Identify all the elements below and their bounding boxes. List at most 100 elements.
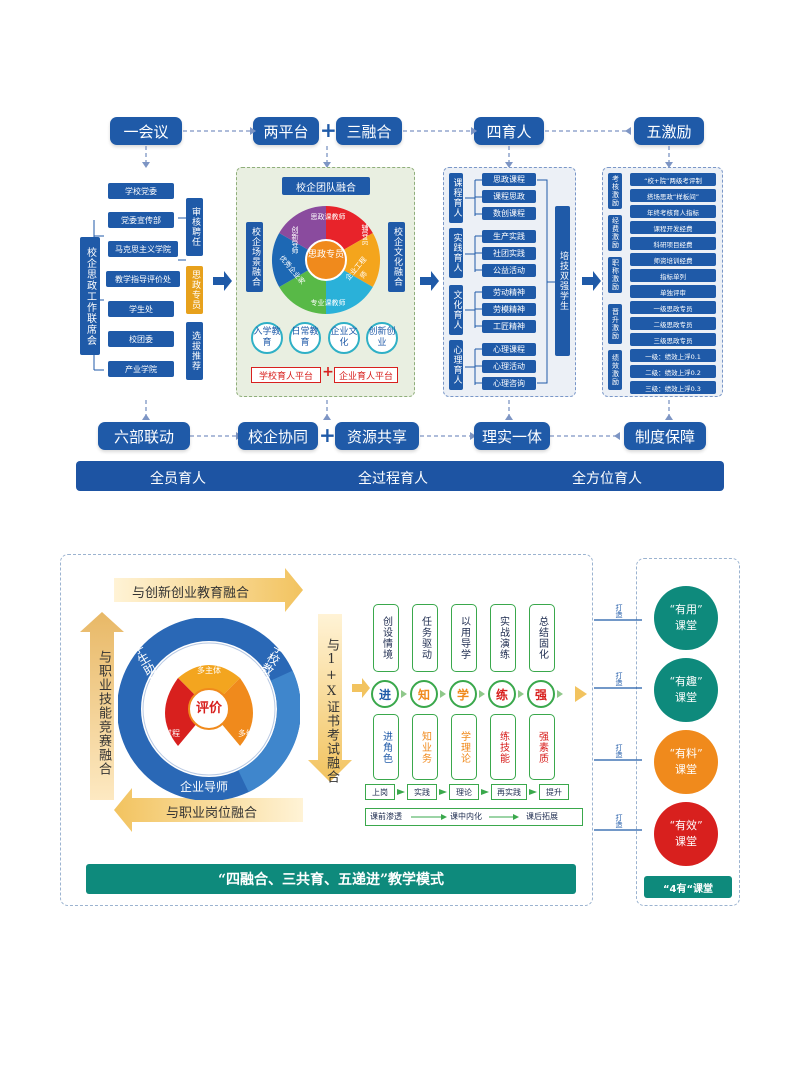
dept-item: 学生处: [108, 301, 174, 317]
hit-label: 打造: [615, 814, 623, 828]
class-interesting: “有趣” 课堂: [654, 658, 718, 722]
dept-item: 校团委: [108, 331, 174, 347]
scene-fusion: 校企场景融合: [246, 222, 263, 292]
five-item: 搭场思政“样板间”: [630, 189, 716, 202]
circle-enrollment: 入学教育: [251, 322, 283, 354]
flow-row-1-arrows: [397, 789, 537, 795]
four-item: 劳动精神: [482, 286, 536, 299]
header-four-education: 四育人: [474, 117, 544, 145]
four-item: 工匠精神: [482, 320, 536, 333]
footer-all-staff: 全员育人: [150, 471, 206, 487]
dept-item: 学校党委: [108, 183, 174, 199]
header-five-incentive: 五激励: [634, 117, 704, 145]
class-effective: “有效” 课堂: [654, 802, 718, 866]
five-item: “校+院”两级考评制: [630, 173, 716, 186]
arrow-label-innovation: 与创新创业教育融合: [132, 586, 250, 601]
arrow-label-certificate: 与1+X证书考试融合: [324, 638, 339, 784]
teaching-mode-title: “四融合、三共育、五递进”教学模式: [86, 864, 576, 894]
five-item: 科研项目经费: [630, 237, 716, 250]
team-wheel: [271, 205, 381, 314]
five-item: 师资培训经费: [630, 253, 716, 266]
classes-footer: “4有“课堂: [644, 876, 732, 898]
plus-sign: +: [320, 118, 337, 142]
five-item: 单独评审: [630, 285, 716, 298]
flow2-item: 课前渗透: [370, 812, 402, 821]
ideology-commissioner: 思政专员: [186, 266, 203, 314]
skill-students: 培技双强学生: [555, 206, 570, 356]
five-category: 绩效激励: [608, 350, 622, 390]
four-item: 数创课程: [482, 207, 536, 220]
step-char: 知: [410, 680, 438, 708]
four-items: 思政课程 课程思政 数创课程 生产实践 社团实践 公益活动 劳动精神 劳模精神 …: [482, 173, 536, 393]
five-item: 一级：绩效上浮0.1: [630, 349, 716, 362]
wheel-center-label: 思政专员: [307, 250, 344, 260]
step-top: 总结固化: [529, 604, 555, 672]
flow-row-1: 上岗 实践 理论 再实践 提升: [365, 784, 583, 802]
four-item: 公益活动: [482, 264, 536, 277]
footer-all-process: 全过程育人: [358, 471, 428, 487]
step-char: 学: [449, 680, 477, 708]
four-item: 社团实践: [482, 247, 536, 260]
evaluation-center: 评价: [195, 701, 222, 716]
flow-row-2: 课前渗透 课中内化 课后拓展: [365, 808, 583, 826]
petal-multi-subject: 多主体: [197, 666, 221, 675]
class-top: “有趣”: [669, 675, 703, 688]
dept-item: 党委宣传部: [108, 212, 174, 228]
four-item: 心理活动: [482, 360, 536, 373]
petal-multi-dimension: 多维度: [238, 729, 262, 738]
step-top: 任务驱动: [412, 604, 438, 672]
step-top: 创设情境: [373, 604, 399, 672]
theory-practice: 理实一体: [474, 422, 550, 450]
five-category: 经费激励: [608, 215, 622, 251]
header-one-meeting: 一会议: [110, 117, 182, 145]
step-char: 练: [488, 680, 516, 708]
five-category: 晋升激励: [608, 304, 622, 344]
step-bottom: 进角色: [373, 714, 399, 780]
class-top: “有用”: [669, 603, 703, 616]
five-item: 指标单列: [630, 269, 716, 282]
steps-area: 创设情境 任务驱动 以用导学 实战演练 总结固化 进 知 学 练 强 进角色 知…: [365, 604, 593, 804]
school-platform: 学校育人平台: [251, 367, 321, 383]
class-substantial: “有料” 课堂: [654, 730, 718, 794]
class-bottom: 课堂: [675, 691, 697, 704]
four-category: 文化育人: [449, 285, 463, 335]
arrow-label-skill: 与职业技能竞赛融合: [96, 650, 111, 776]
flow-row-2-arrows: [411, 814, 519, 820]
flow-item: 再实践: [491, 784, 527, 800]
six-dept-linkage: 六部联动: [98, 422, 190, 450]
step-bottom: 学理论: [451, 714, 477, 780]
plus-sign: +: [322, 364, 334, 380]
header-two-platforms: 两平台: [253, 117, 319, 145]
step-char: 强: [527, 680, 555, 708]
footer-band: 全员育人 全过程育人 全方位育人: [76, 461, 724, 491]
plus-sign: +: [319, 423, 336, 447]
five-item: 二级：绩效上浮0.2: [630, 365, 716, 378]
step-top: 以用导学: [451, 604, 477, 672]
flow-item: 提升: [539, 784, 569, 800]
evaluation-ring: [118, 618, 300, 800]
bottom-diagram: 与创新创业教育融合 与职业岗位融合 与职业技能竞赛融合 与1+X证书考试融合 学…: [0, 540, 800, 920]
five-item: 二级思政专员: [630, 317, 716, 330]
step-bottom: 知业务: [412, 714, 438, 780]
hit-label: 打造: [615, 744, 623, 758]
resource-sharing: 资源共享: [335, 422, 419, 450]
five-item: 一级思政专员: [630, 301, 716, 314]
four-item: 生产实践: [482, 230, 536, 243]
step-chevrons: [401, 686, 587, 702]
flow-item: 理论: [449, 784, 479, 800]
circle-daily: 日常教育: [289, 322, 321, 354]
culture-fusion: 校企文化融合: [388, 222, 405, 292]
header-connectors: [93, 127, 673, 440]
top-diagram: 一会议 两平台 + 三融合 四育人 五激励: [0, 0, 800, 500]
enterprise-platform: 企业育人平台: [334, 367, 398, 383]
wheel-seg-label: 思政课教师: [310, 213, 346, 221]
four-category: 心理育人: [449, 340, 463, 390]
wheel-seg-label: 辅导员: [361, 224, 369, 245]
circle-innovation: 创新创业: [366, 322, 398, 354]
dept-item: 马克思主义学院: [108, 241, 178, 257]
class-useful: “有用” 课堂: [654, 586, 718, 650]
arrow-label-position: 与职业岗位融合: [166, 806, 258, 821]
footer-all-round: 全方位育人: [572, 471, 642, 487]
flow2-item: 课中内化: [450, 812, 482, 821]
five-item: 三级思政专员: [630, 333, 716, 346]
